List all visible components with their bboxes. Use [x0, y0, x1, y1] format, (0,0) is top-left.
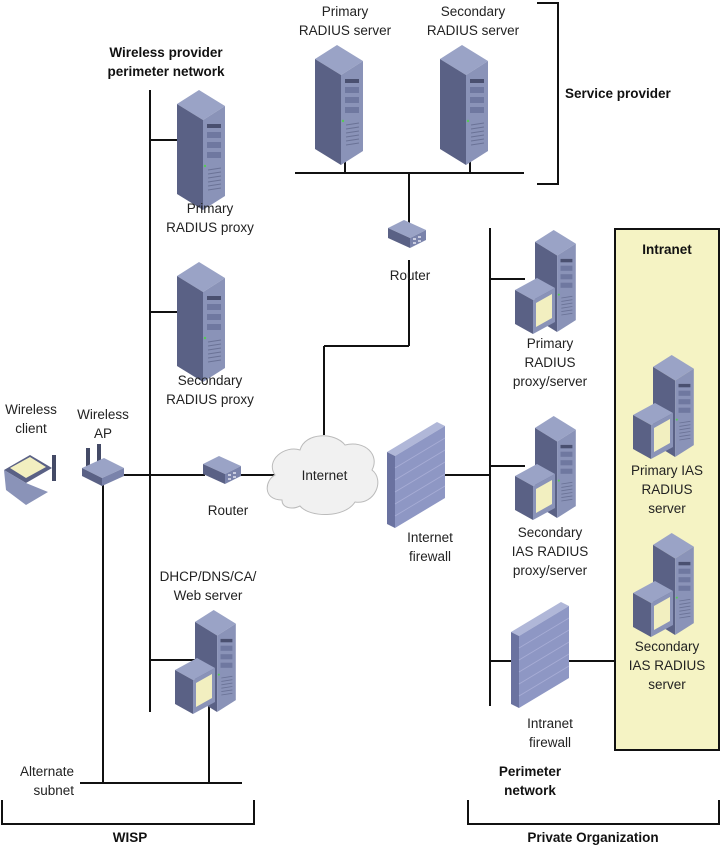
label-internet-firewall: Internet firewall [407, 530, 453, 564]
primary-proxy-server-icon [515, 230, 576, 334]
label-primary-ias: Primary IAS RADIUS server [630, 463, 703, 516]
label-wireless-client: Wireless client [5, 402, 57, 436]
label-router-left: Router [207, 503, 249, 518]
intranet-zone [614, 228, 720, 751]
label-wireless-ap: Wireless AP [77, 407, 129, 441]
label-secondary-proxy-server: Secondary IAS RADIUS proxy/server [511, 525, 589, 578]
wireless-ap-icon [82, 444, 124, 486]
label-router-top: Router [389, 268, 431, 283]
router-left-icon [203, 456, 241, 484]
laptop-icon [4, 455, 56, 505]
internet-cloud-icon [266, 435, 379, 516]
secondary-proxy-server-icon [515, 416, 576, 520]
group-label-wisp: WISP [112, 830, 148, 845]
label-alternate-subnet: Alternate subnet [19, 764, 74, 798]
label-primary-proxy-server: Primary RADIUS proxy/server [512, 336, 588, 389]
label-secondary-ias: Secondary IAS RADIUS server [628, 639, 706, 692]
label-primary-radius-proxy: Primary RADIUS proxy [166, 201, 254, 235]
label-secondary-radius-server: Secondary RADIUS server [426, 4, 520, 38]
label-dhcp-server: DHCP/DNS/CA/ Web server [159, 569, 257, 603]
group-label-service-provider: Service provider [565, 86, 671, 101]
secondary-radius-proxy-icon [176, 261, 226, 383]
label-internet: Internet [301, 468, 348, 483]
intranet-firewall-icon [510, 601, 570, 709]
group-label-intranet: Intranet [642, 242, 692, 257]
primary-radius-server-icon [314, 44, 364, 166]
group-label-private-org: Private Organization [527, 830, 659, 845]
group-label-wireless-perimeter: Wireless provider perimeter network [107, 45, 225, 79]
primary-radius-proxy-icon [176, 89, 226, 211]
label-primary-radius-server: Primary RADIUS server [298, 4, 392, 38]
group-label-perimeter-network: Perimeter network [498, 764, 562, 798]
internet-firewall-icon [386, 421, 446, 529]
router-top-icon [388, 220, 426, 248]
connection-lines [1, 2, 720, 825]
label-secondary-radius-proxy: Secondary RADIUS proxy [166, 373, 254, 407]
dhcp-server-icon [175, 610, 236, 714]
label-intranet-firewall: Intranet firewall [527, 716, 573, 750]
secondary-radius-server-icon [439, 44, 489, 166]
